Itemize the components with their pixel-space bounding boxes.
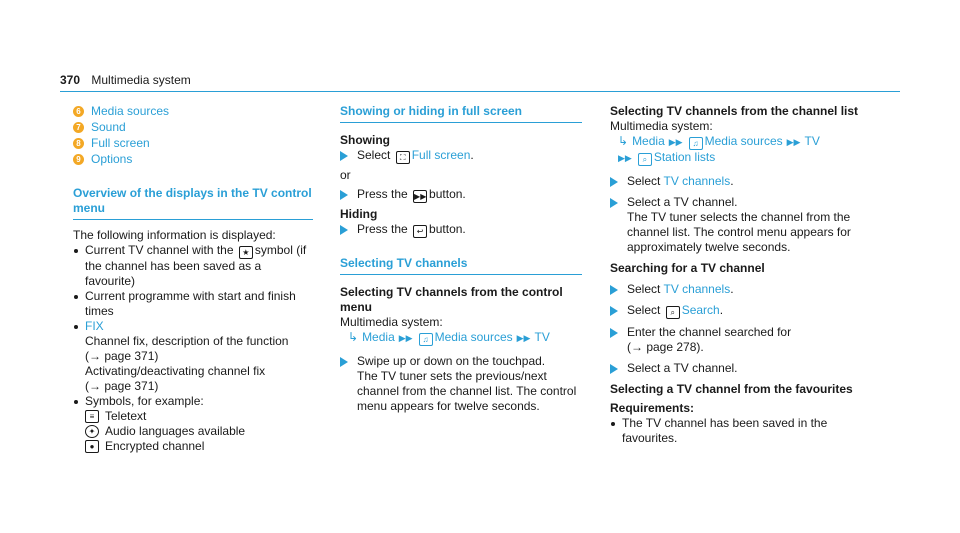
instruction-step: Select TV channels. (610, 174, 860, 189)
legend-item: 7 Sound (73, 120, 313, 135)
legend-label: Full screen (91, 136, 150, 150)
requirements-list: The TV channel has been saved in the fav… (610, 416, 860, 446)
lock-icon: ● (85, 440, 99, 453)
page-header: 370 Multimedia system (60, 73, 900, 92)
page-reference: (→ page 371) (85, 379, 159, 393)
path-arrow-icon: ↳ (348, 330, 359, 344)
column-middle: Showing or hiding in full screen Showing… (340, 104, 582, 414)
instruction-step: Select ⛶Full screen. (340, 148, 582, 164)
media-sources-icon: ♫ (418, 333, 433, 346)
legend-label: Media sources (91, 104, 170, 118)
subheading-control-menu: Selecting TV channels from the control m… (340, 285, 563, 314)
step-arrow-icon (610, 364, 618, 374)
intro-text: The following information is displayed: (73, 228, 276, 242)
chevron-right-icon: ▶▶ (668, 137, 683, 147)
audio-language-icon: ✦ (85, 425, 99, 438)
step-arrow-icon (340, 225, 348, 235)
instruction-step: Select ⌕Search. (610, 303, 860, 319)
instruction-step: Swipe up or down on the touchpad. The TV… (340, 354, 582, 414)
list-item: Current TV channel with the ★symbol (if … (73, 243, 313, 289)
step-arrow-icon (610, 285, 618, 295)
number-badge: 8 (73, 138, 84, 149)
legend-item: 9 Options (73, 152, 313, 167)
legend-label: Options (91, 152, 133, 166)
instruction-step: Select a TV channel. The TV tuner select… (610, 195, 860, 255)
step-arrow-icon (610, 177, 618, 187)
legend-label: Sound (91, 120, 126, 134)
star-icon: ★ (238, 246, 253, 259)
symbol-row: ✦Audio languages available (85, 424, 313, 439)
fix-label: FIX (85, 319, 104, 333)
step-arrow-icon (610, 198, 618, 208)
search-icon: ⌕ (637, 153, 652, 166)
instruction-step: Select a TV channel. (610, 361, 860, 376)
column-left: 6 Media sources 7 Sound 8 Full screen 9 Opti… (73, 104, 313, 454)
page-reference: (→ page 371) (85, 349, 159, 363)
section-heading-selecting: Selecting TV channels (340, 256, 582, 275)
menu-path: ▶▶⌕Station lists (618, 150, 716, 166)
legend-item: 6 Media sources (73, 104, 313, 119)
number-badge: 9 (73, 154, 84, 165)
subheading-channel-list: Selecting TV channels from the channel l… (610, 104, 859, 118)
search-icon: ⌕ (665, 306, 680, 319)
back-icon: ↩ (413, 225, 428, 238)
chevron-right-icon: ▶▶ (786, 137, 801, 147)
page-reference: (→ page 278). (627, 340, 704, 354)
step-arrow-icon (610, 328, 618, 338)
instruction-step: Press the ↩button. (340, 222, 582, 238)
instruction-step: Press the ▶▶button. (340, 187, 582, 203)
chevron-right-icon: ▶▶ (398, 333, 413, 343)
skip-forward-icon: ▶▶ (413, 190, 428, 203)
teletext-icon: ≡ (85, 410, 99, 423)
menu-path: ↳Media▶▶♫Media sources▶▶TV (618, 134, 820, 150)
list-item: Symbols, for example: ≡Teletext ✦Audio l… (73, 394, 313, 454)
step-arrow-icon (610, 306, 618, 316)
list-item: Current programme with start and finish … (73, 289, 313, 319)
step-arrow-icon (340, 357, 348, 367)
section-heading-overview: Overview of the displays in the TV contr… (73, 186, 313, 220)
subheading-showing: Showing (340, 133, 390, 147)
section-heading-fullscreen: Showing or hiding in full screen (340, 104, 582, 123)
subheading-favourites: Selecting a TV channel from the favourit… (610, 382, 853, 396)
menu-path: ↳Media▶▶♫Media sources▶▶TV (348, 330, 550, 346)
requirements-label: Requirements: (610, 401, 695, 415)
chevron-right-icon: ▶▶ (516, 333, 531, 343)
instruction-step: Select TV channels. (610, 282, 860, 297)
legend-item: 8 Full screen (73, 136, 313, 151)
step-arrow-icon (340, 151, 348, 161)
symbol-row: ●Encrypted channel (85, 439, 313, 454)
media-sources-icon: ♫ (688, 137, 703, 150)
chevron-right-icon: ▶▶ (618, 153, 632, 163)
column-right: Selecting TV channels from the channel l… (610, 104, 860, 446)
list-item: The TV channel has been saved in the fav… (610, 416, 860, 446)
list-item: FIX Channel fix, description of the func… (73, 319, 313, 394)
info-list: Current TV channel with the ★symbol (if … (73, 243, 313, 454)
number-badge: 6 (73, 106, 84, 117)
step-arrow-icon (340, 190, 348, 200)
subheading-search: Searching for a TV channel (610, 261, 765, 275)
instruction-step: Enter the channel searched for (→ page 2… (610, 325, 860, 355)
symbol-row: ≡Teletext (85, 409, 313, 424)
page-header-title: Multimedia system (91, 73, 191, 87)
subheading-hiding: Hiding (340, 207, 378, 221)
path-arrow-icon: ↳ (618, 134, 629, 148)
number-badge: 7 (73, 122, 84, 133)
page-number: 370 (60, 73, 81, 87)
full-screen-icon: ⛶ (395, 151, 410, 164)
numbered-legend: 6 Media sources 7 Sound 8 Full screen 9 Opti… (73, 104, 313, 167)
